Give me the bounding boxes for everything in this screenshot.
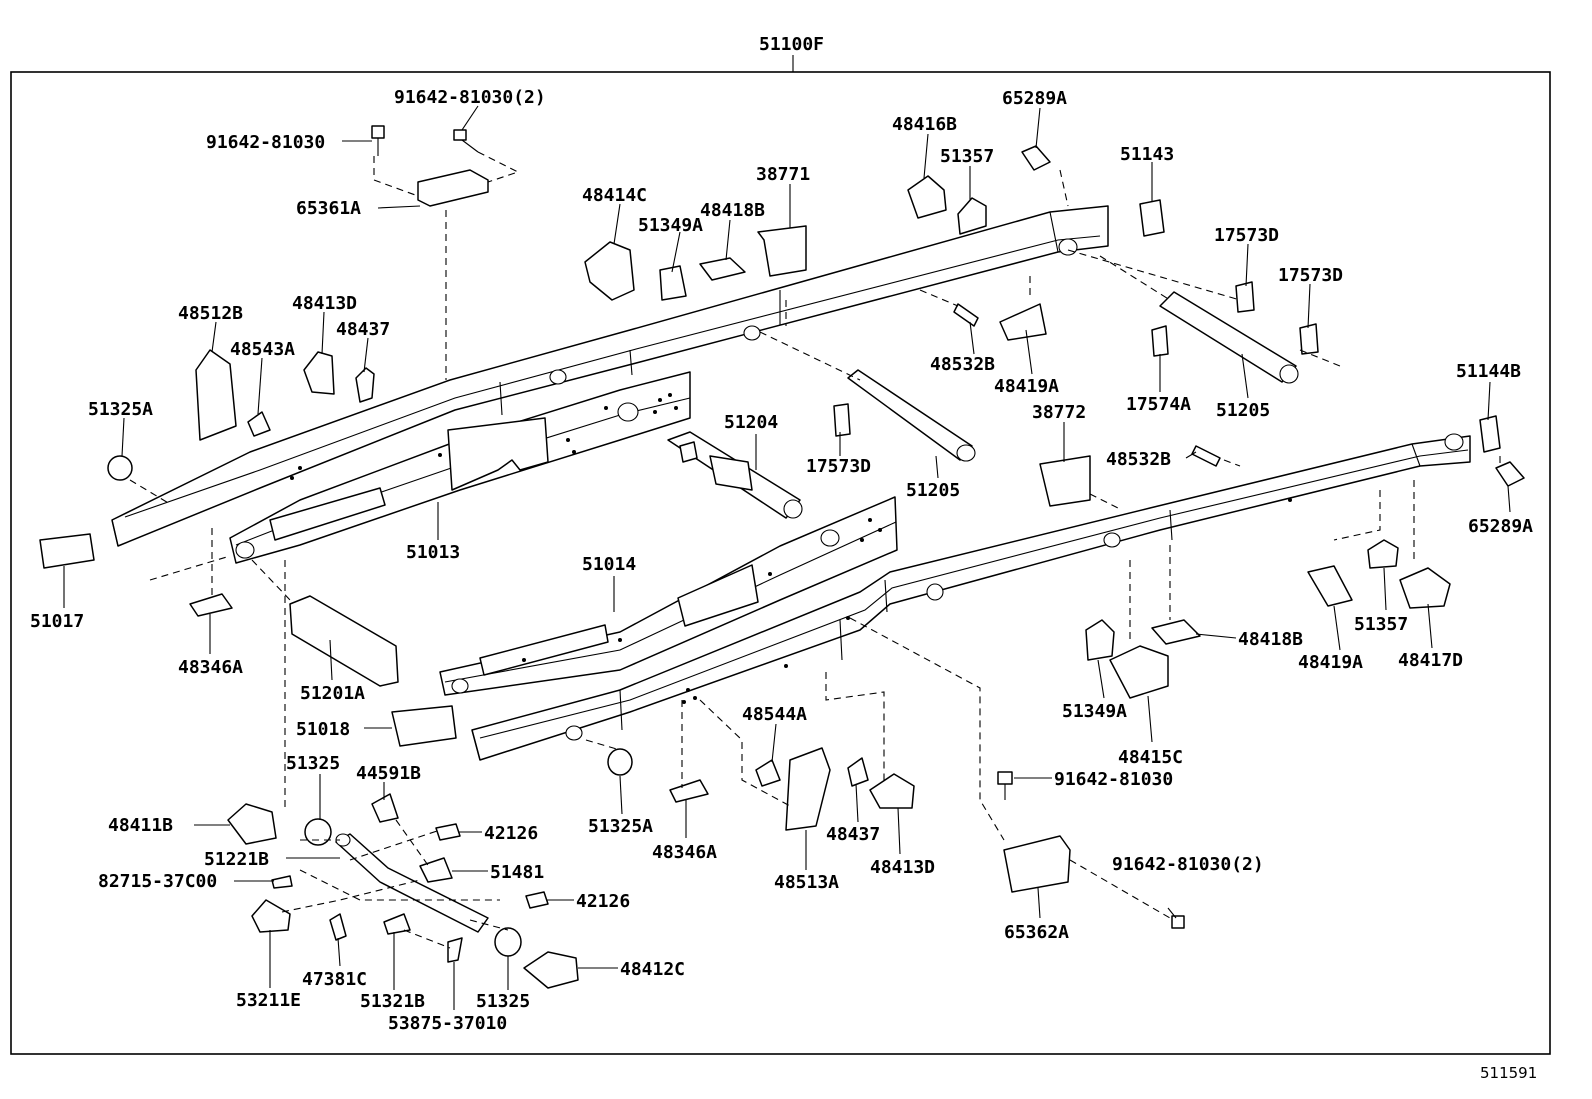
label-17573d-b: 17573D [1278,265,1343,286]
left-frame-rail [111,205,1109,564]
label-51205-center: 51205 [906,480,960,501]
label-48513a: 48513A [774,872,839,893]
label-51100f: 51100F [759,34,824,55]
label-51013: 51013 [406,542,460,563]
label-48413d-low: 48413D [870,857,935,878]
label-91642-81030-low: 91642-81030 [1054,769,1173,790]
label-48419a-top: 48419A [994,376,1059,397]
label-91642-81030-top: 91642-81030 [206,132,325,153]
label-51349a-right: 51349A [1062,701,1127,722]
label-51205-rear: 51205 [1216,400,1270,421]
label-48544a: 48544A [742,704,807,725]
label-91642-81030-2-low: 91642-81030(2) [1112,854,1264,875]
label-48532b-a: 48532B [930,354,995,375]
cross-member-51205-center [847,369,976,462]
label-51201a: 51201A [300,683,365,704]
leader-lines [63,105,1511,1010]
label-51357-top: 51357 [940,146,994,167]
label-47381c: 47381C [302,969,367,990]
label-51357-right: 51357 [1354,614,1408,635]
label-48512b: 48512B [178,303,243,324]
label-51144b: 51144B [1456,361,1521,382]
label-48413d-top: 48413D [292,293,357,314]
label-51481: 51481 [490,862,544,883]
label-48437-low: 48437 [826,824,880,845]
right-frame-rail [439,433,1471,761]
label-51325-mid: 51325 [286,753,340,774]
label-51325-low: 51325 [476,991,530,1012]
label-51349a-top: 51349A [638,215,703,236]
assembly-lines [129,151,1501,949]
label-48418b-top: 48418B [700,200,765,221]
label-51221b: 51221B [204,849,269,870]
label-51321b: 51321B [360,991,425,1012]
diagram-border [10,71,1551,1055]
label-17574a: 17574A [1126,394,1191,415]
label-48346a-low: 48346A [652,842,717,863]
label-65289a-top: 65289A [1002,88,1067,109]
part-labels: 51100F 91642-81030(2) 91642-81030 65361A… [30,34,1537,1082]
label-65289a-right: 65289A [1468,516,1533,537]
drawing-number: 511591 [1480,1064,1537,1082]
label-48416b: 48416B [892,114,957,135]
label-48532b-b: 48532B [1106,449,1171,470]
label-51325a-low: 51325A [588,816,653,837]
label-65361a: 65361A [296,198,361,219]
label-48414c: 48414C [582,185,647,206]
label-65362a: 65362A [1004,922,1069,943]
label-17573d-c: 17573D [806,456,871,477]
label-48437-top: 48437 [336,319,390,340]
label-44591b: 44591B [356,763,421,784]
small-parts [39,125,1525,989]
cross-member-51204 [667,431,803,519]
label-48411b: 48411B [108,815,173,836]
label-48543a: 48543A [230,339,295,360]
label-51325a-left: 51325A [88,399,153,420]
label-48346a-left: 48346A [178,657,243,678]
label-38771: 38771 [756,164,810,185]
label-82715-37c00: 82715-37C00 [98,871,217,892]
label-17573d-a: 17573D [1214,225,1279,246]
label-48418b-right: 48418B [1238,629,1303,650]
label-53211e: 53211E [236,990,301,1011]
label-51204: 51204 [724,412,778,433]
label-42126-a: 42126 [484,823,538,844]
label-48415c: 48415C [1118,747,1183,768]
label-53875-37010: 53875-37010 [388,1013,507,1034]
label-91642-81030-2-top: 91642-81030(2) [394,87,546,108]
label-42126-b: 42126 [576,891,630,912]
cross-member-51221B [335,833,489,933]
label-51143: 51143 [1120,144,1174,165]
cross-member-51205-rear [1159,291,1299,384]
label-38772: 38772 [1032,402,1086,423]
label-48417d: 48417D [1398,650,1463,671]
label-51014: 51014 [582,554,636,575]
label-51017: 51017 [30,611,84,632]
label-51018: 51018 [296,719,350,740]
label-48419a-right: 48419A [1298,652,1363,673]
label-48412c: 48412C [620,959,685,980]
